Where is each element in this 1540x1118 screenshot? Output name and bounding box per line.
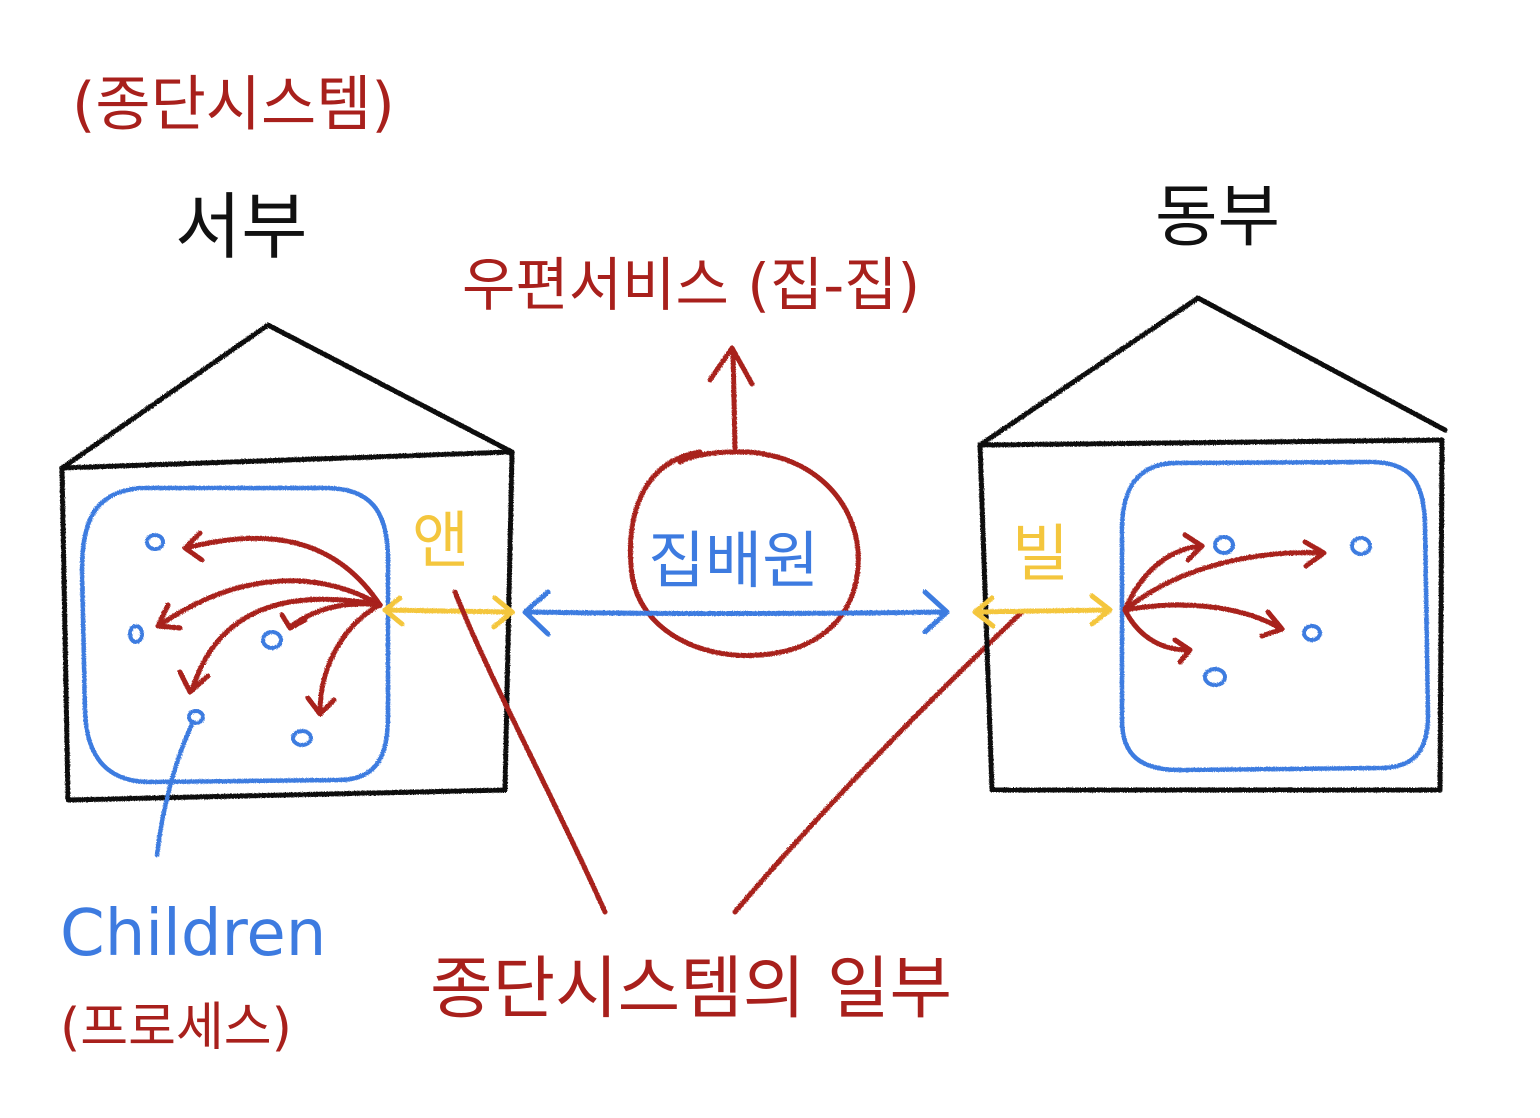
circle-dot-icon bbox=[1350, 536, 1372, 556]
circle-dot-icon bbox=[187, 709, 205, 725]
west-process-dots bbox=[128, 533, 313, 747]
circle-dot-icon bbox=[1203, 667, 1227, 687]
west-house-wall bbox=[59, 449, 515, 803]
arrow-icon bbox=[157, 578, 383, 628]
circle-dot-icon bbox=[1213, 535, 1235, 555]
bill-link-arrow bbox=[972, 593, 1113, 629]
arrow-icon bbox=[1259, 609, 1285, 639]
mail-carrier-label: 집배원 bbox=[648, 524, 819, 597]
postal-service-label: 우편서비스 (집-집) bbox=[462, 251, 920, 319]
arrow-icon bbox=[155, 602, 183, 631]
circle-dot-icon bbox=[145, 533, 165, 551]
bill-label: 빌 bbox=[1012, 517, 1069, 590]
west-house-icon bbox=[59, 322, 515, 803]
ann-pointer-line bbox=[452, 589, 608, 915]
east-house-wall bbox=[977, 437, 1445, 793]
east-house-icon bbox=[977, 295, 1448, 793]
arrow-icon bbox=[1122, 607, 1191, 653]
west-label: 서부 bbox=[175, 185, 307, 269]
arrow-icon bbox=[1302, 539, 1327, 569]
arrow-icon bbox=[1172, 637, 1193, 665]
mail-carrier-circle bbox=[627, 449, 861, 659]
network-link-arrow bbox=[522, 589, 950, 637]
east-process-area bbox=[1119, 459, 1431, 773]
part-of-terminal-system-label: 종단시스템의 일부 bbox=[430, 950, 952, 1029]
west-process-area bbox=[79, 485, 391, 785]
west-house-roof bbox=[59, 322, 515, 471]
arrow-icon bbox=[187, 535, 383, 608]
west-delivery-arrows bbox=[155, 530, 383, 717]
bill-pointer-line bbox=[732, 609, 1025, 915]
arrow-icon bbox=[317, 602, 383, 715]
east-delivery-arrows bbox=[1122, 532, 1327, 665]
circle-dot-icon bbox=[1302, 624, 1322, 642]
east-house-roof bbox=[977, 295, 1448, 448]
arrow-icon bbox=[177, 669, 211, 695]
arrow-icon bbox=[1122, 550, 1325, 613]
circle-dot-icon bbox=[261, 630, 283, 650]
arrow-icon bbox=[1122, 543, 1203, 613]
children-label: Children bbox=[60, 897, 326, 971]
arrow-icon bbox=[182, 530, 205, 563]
arrow-icon bbox=[305, 695, 337, 717]
ann-label: 앤 bbox=[412, 504, 469, 577]
arrow-icon bbox=[1122, 602, 1283, 631]
process-label: (프로세스) bbox=[60, 998, 292, 1058]
ann-link-arrow bbox=[382, 595, 515, 630]
east-label: 동부 bbox=[1155, 178, 1280, 257]
up-arrow-icon bbox=[707, 345, 755, 451]
arrow-icon bbox=[189, 596, 383, 693]
circle-dot-icon bbox=[128, 624, 144, 644]
east-process-dots bbox=[1203, 535, 1372, 687]
arrow-icon bbox=[279, 612, 308, 631]
children-pointer-line bbox=[154, 719, 196, 858]
circle-dot-icon bbox=[291, 729, 313, 747]
terminal-system-label: (종단시스템) bbox=[72, 70, 395, 140]
arrow-icon bbox=[1182, 532, 1205, 563]
